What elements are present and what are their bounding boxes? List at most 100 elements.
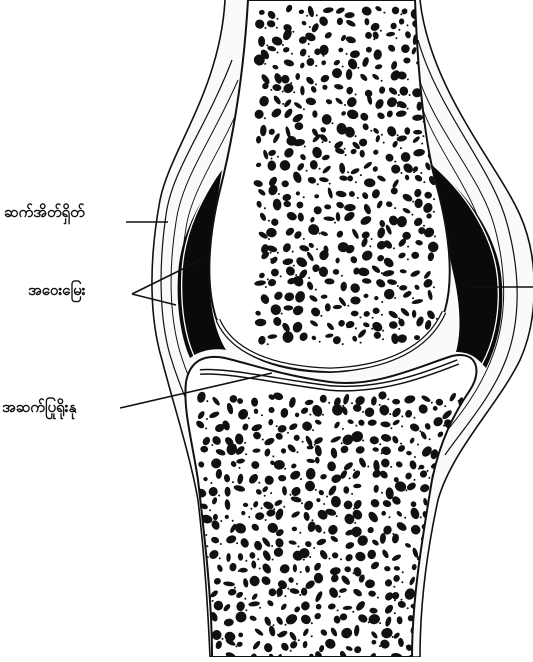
trabecula-blob <box>403 58 410 64</box>
trabecula-blob <box>458 644 466 653</box>
bone-speckle <box>381 301 383 303</box>
bone-speckle <box>212 600 214 602</box>
trabecula-blob <box>449 525 456 532</box>
bone-speckle <box>259 607 261 609</box>
bone-speckle <box>266 44 268 46</box>
bone-speckle <box>270 492 272 494</box>
bone-speckle <box>342 428 344 430</box>
bone-speckle <box>341 442 343 444</box>
bone-speckle <box>245 453 247 455</box>
bone-speckle <box>362 411 364 413</box>
bone-speckle <box>312 429 314 431</box>
bone-speckle <box>401 425 403 427</box>
bone-speckle <box>308 55 310 57</box>
bone-speckle <box>276 425 278 427</box>
bone-speckle <box>206 400 208 402</box>
bone-speckle <box>340 558 342 560</box>
bone-speckle <box>395 37 397 39</box>
bone-speckle <box>387 398 389 400</box>
bone-speckle <box>344 104 346 106</box>
trabecula-blob <box>457 542 469 550</box>
bone-speckle <box>435 39 437 41</box>
bone-speckle <box>434 235 436 237</box>
bone-speckle <box>210 482 212 484</box>
bone-speckle <box>311 635 313 637</box>
bone-speckle <box>469 569 471 571</box>
bone-speckle <box>282 103 284 105</box>
bone-speckle <box>306 15 308 17</box>
bone-speckle <box>337 609 339 611</box>
bone-speckle <box>412 297 414 299</box>
label-articular-cartilage: အဆက်ပြုရိုးနု <box>2 400 76 415</box>
bone-speckle <box>222 638 224 640</box>
bone-speckle <box>298 639 300 641</box>
bone-speckle <box>329 141 331 143</box>
trabecula-blob <box>199 645 205 653</box>
bone-speckle <box>315 289 317 291</box>
bone-speckle <box>355 327 357 329</box>
bone-speckle <box>407 246 409 248</box>
trabecula-blob <box>448 488 459 495</box>
trabecula-blob <box>413 130 422 135</box>
trabecula-blob <box>433 523 445 534</box>
bone-speckle <box>409 94 411 96</box>
bone-speckle <box>205 427 207 429</box>
bone-speckle <box>360 174 362 176</box>
trabecula-blob <box>455 616 465 627</box>
trabecula-blob <box>460 459 471 466</box>
trabecula-blob <box>295 413 299 418</box>
bone-speckle <box>293 91 295 93</box>
bone-speckle <box>303 238 305 240</box>
bone-speckle <box>377 597 379 599</box>
bone-speckle <box>407 607 409 609</box>
bone-speckle <box>414 479 416 481</box>
bone-speckle <box>357 67 359 69</box>
bone-speckle <box>264 117 266 119</box>
bone-speckle <box>245 560 247 562</box>
bone-speckle <box>401 172 403 174</box>
bone-speckle <box>342 66 344 68</box>
bone-speckle <box>232 481 234 483</box>
bone-speckle <box>281 313 283 315</box>
bone-speckle <box>427 470 429 472</box>
bone-speckle <box>354 522 356 524</box>
bone-speckle <box>397 285 399 287</box>
trabecula-blob <box>449 611 461 623</box>
bone-speckle <box>429 438 431 440</box>
bone-speckle <box>346 53 348 55</box>
bone-speckle <box>444 405 446 407</box>
bone-speckle <box>423 181 425 183</box>
bone-speckle <box>280 275 282 277</box>
bone-speckle <box>319 341 321 343</box>
bone-speckle <box>300 571 302 573</box>
bone-speckle <box>400 13 402 15</box>
bone-speckle <box>300 478 302 480</box>
bone-speckle <box>371 238 373 240</box>
bone-speckle <box>394 207 396 209</box>
bone-speckle <box>268 238 270 240</box>
bone-speckle <box>349 477 351 479</box>
bone-speckle <box>277 252 279 254</box>
bone-speckle <box>292 31 294 33</box>
bone-speckle <box>206 545 208 547</box>
bone-speckle <box>394 599 396 601</box>
bone-speckle <box>290 650 292 652</box>
bone-speckle <box>397 134 399 136</box>
bone-speckle <box>357 197 359 199</box>
bone-speckle <box>339 596 341 598</box>
bone-speckle <box>209 509 211 511</box>
bone-speckle <box>398 29 400 31</box>
bone-speckle <box>315 84 317 86</box>
bone-speckle <box>441 624 443 626</box>
bone-speckle <box>220 543 222 545</box>
bone-speckle <box>292 251 294 253</box>
bone-speckle <box>407 258 409 260</box>
bone-speckle <box>271 158 273 160</box>
bone-speckle <box>383 12 385 14</box>
bone-speckle <box>433 286 435 288</box>
trabecula-blob <box>461 512 471 519</box>
bone-speckle <box>277 18 279 20</box>
bone-speckle <box>400 147 402 149</box>
bone-speckle <box>277 52 279 54</box>
bone-speckle <box>431 402 433 404</box>
